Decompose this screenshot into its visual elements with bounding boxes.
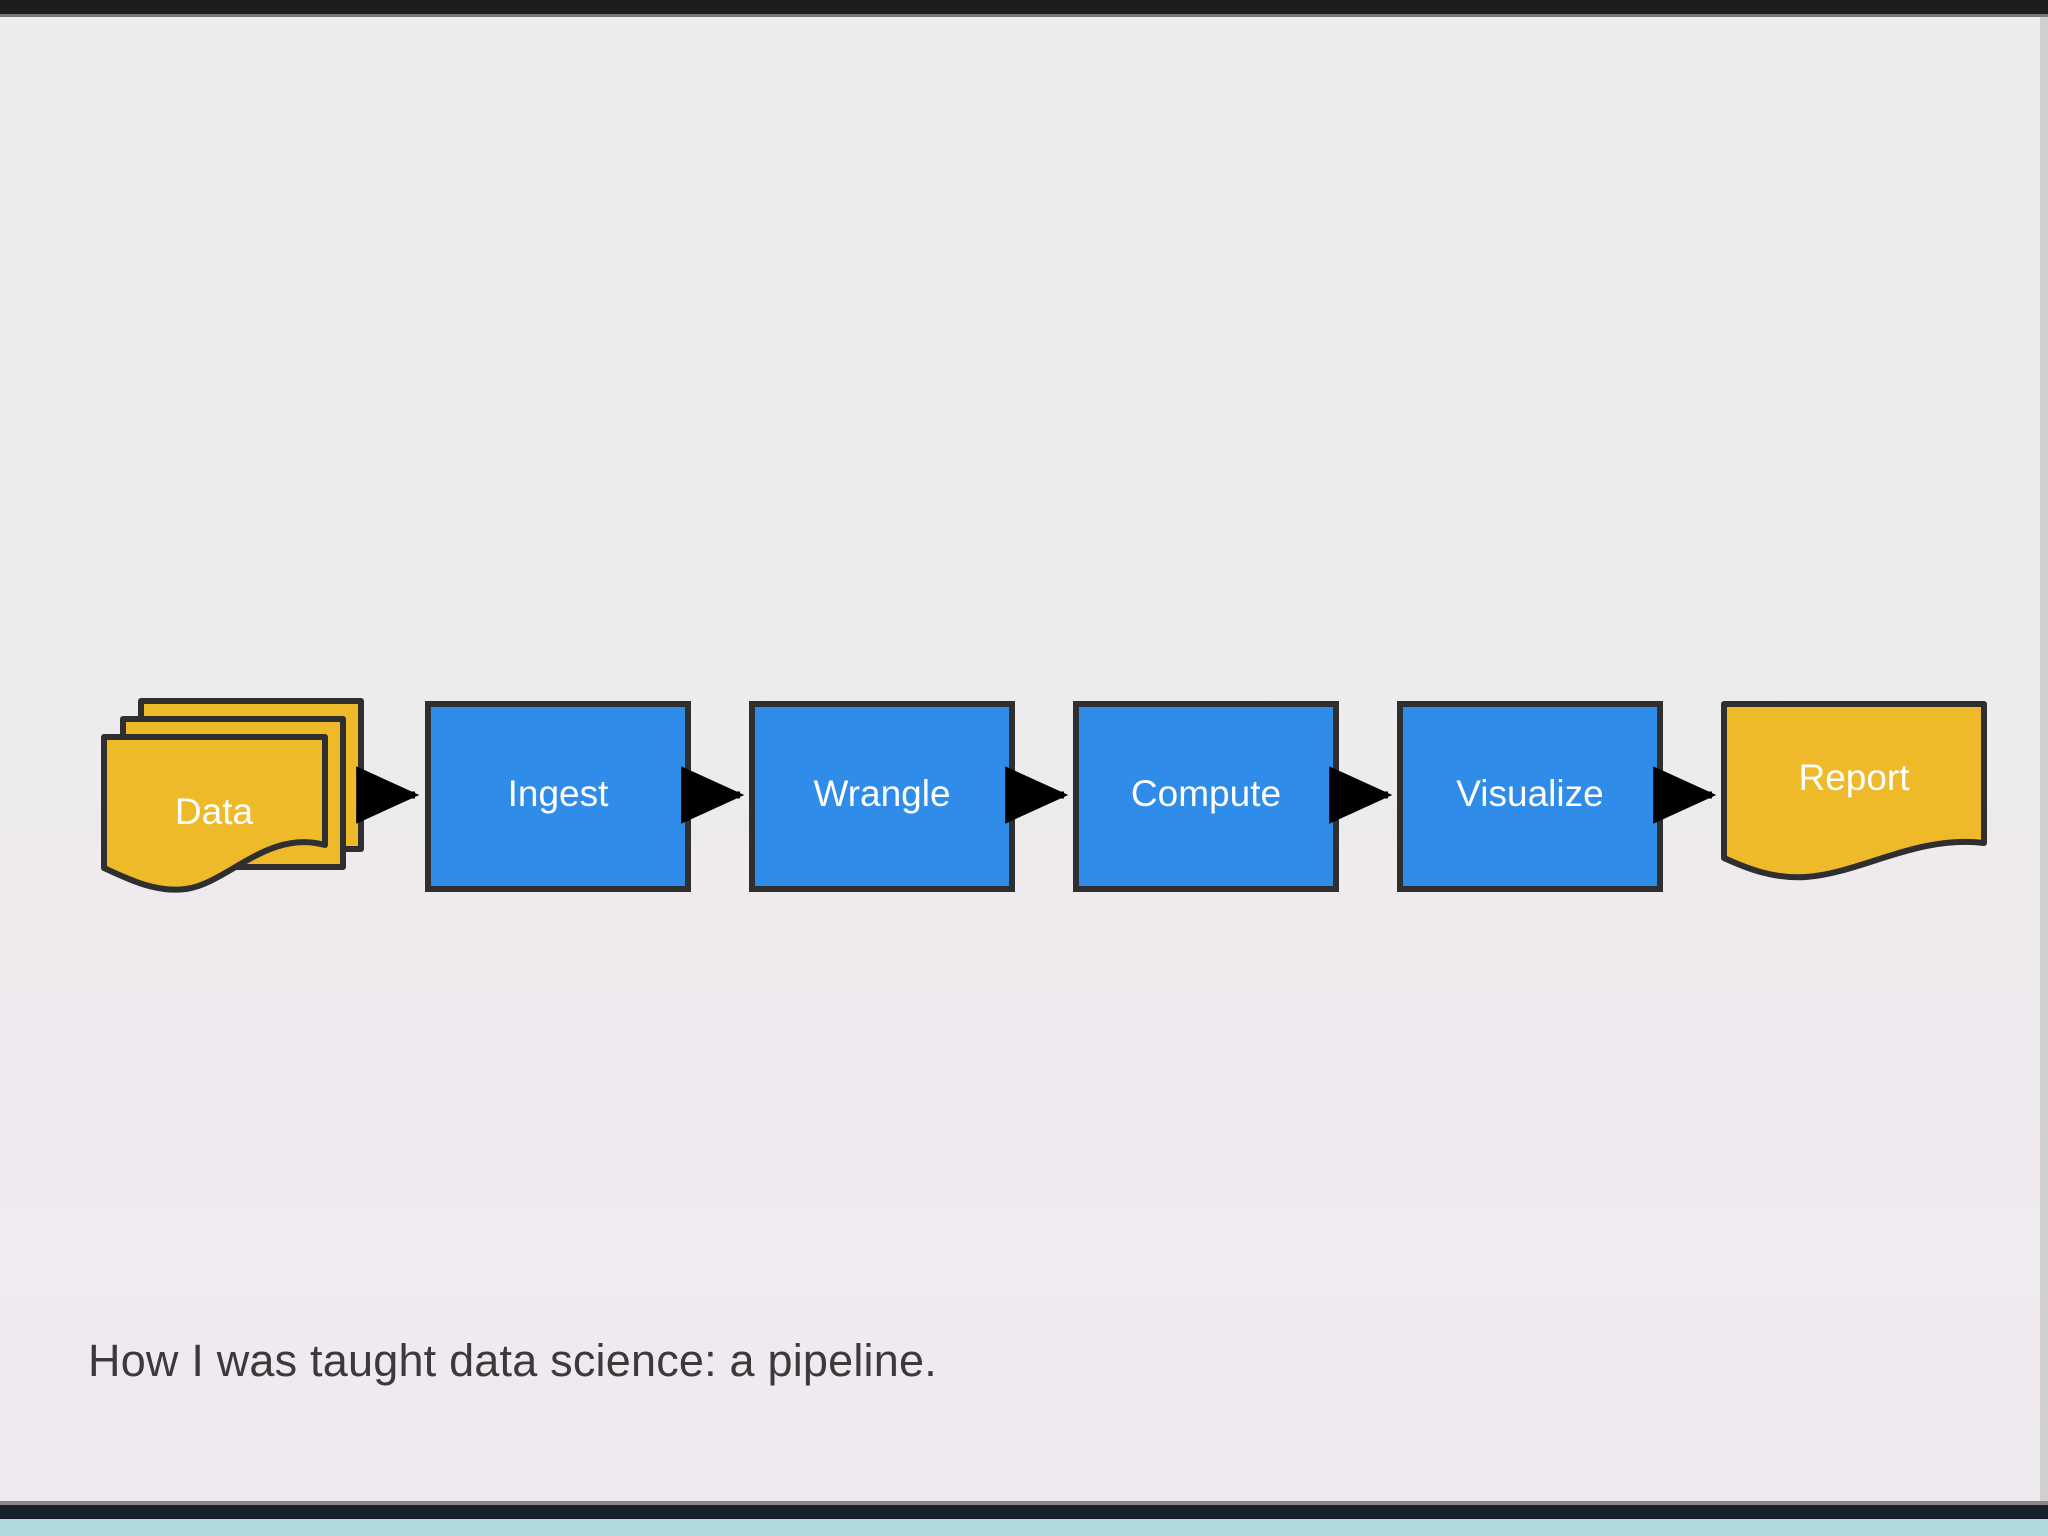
node-visualize-box: [1397, 701, 1663, 892]
node-data-label: Data: [175, 791, 254, 832]
slide-caption: How I was taught data science: a pipelin…: [88, 1335, 937, 1386]
node-report[interactable]: Report: [1721, 701, 1987, 881]
node-wrangle-box: [749, 701, 1015, 892]
node-compute[interactable]: Compute: [1073, 701, 1339, 892]
node-wrangle-label: Wrangle: [813, 773, 950, 814]
top-chrome-bar: [0, 0, 2048, 14]
node-report-label: Report: [1798, 757, 1910, 798]
node-ingest-label: Ingest: [508, 773, 610, 814]
slide-canvas: Data Ingest Wrangle: [0, 17, 2040, 1501]
node-visualize[interactable]: Visualize: [1397, 701, 1663, 892]
top-hairline: [0, 14, 2048, 17]
node-ingest[interactable]: Ingest: [425, 701, 691, 892]
node-compute-label: Compute: [1131, 773, 1281, 814]
node-report-shape: [1721, 701, 1987, 881]
pipeline-diagram: Data Ingest Wrangle: [0, 17, 2040, 1501]
bottom-chrome-bar: [0, 1505, 2048, 1519]
bottom-accent-bar: [0, 1519, 2048, 1536]
node-visualize-label: Visualize: [1456, 773, 1603, 814]
node-wrangle[interactable]: Wrangle: [749, 701, 1015, 892]
node-data[interactable]: Data: [101, 698, 364, 893]
bottom-hairline: [0, 1501, 2048, 1505]
right-edge-strip: [2040, 17, 2048, 1501]
data-sheet-front: [101, 734, 328, 893]
